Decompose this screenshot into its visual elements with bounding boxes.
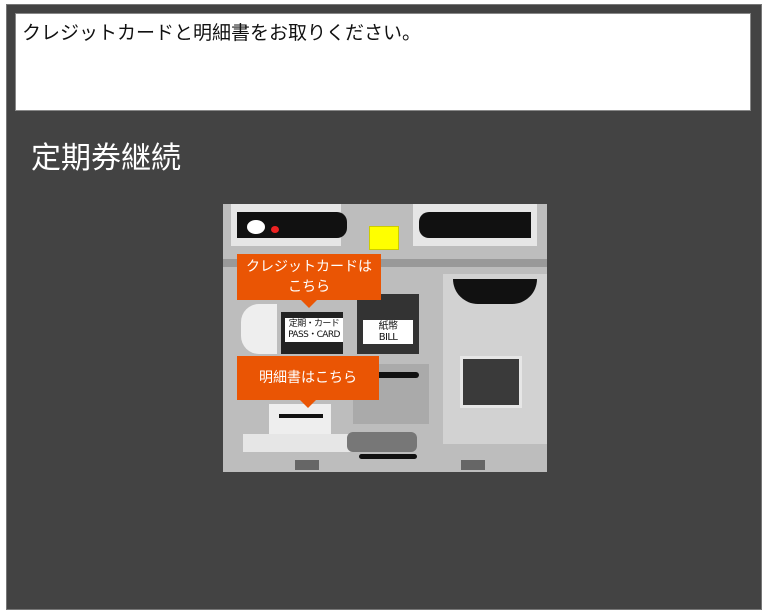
receipt-callout: 明細書はこちら (237, 356, 379, 408)
card-slot-label-ja: 定期・カード (288, 319, 340, 329)
kiosk-screen: クレジットカードと明細書をお取りください。 定期券継続 定期・カード PASS・… (6, 4, 762, 610)
card-slot-label-en: PASS・CARD (288, 330, 340, 340)
instruction-message: クレジットカードと明細書をお取りください。 (15, 13, 751, 111)
bill-slot-label-en: BILL (378, 332, 398, 343)
page-title: 定期券継続 (31, 141, 181, 176)
ic-card-reader-icon (369, 226, 399, 250)
card-callout: クレジットカードは こちら (237, 254, 381, 308)
ticket-machine-illustration: 定期・カード PASS・CARD 紙幣 BILL クレジットカードは こちら 明… (223, 204, 547, 472)
bill-slot-label-ja: 紙幣 (378, 321, 398, 332)
